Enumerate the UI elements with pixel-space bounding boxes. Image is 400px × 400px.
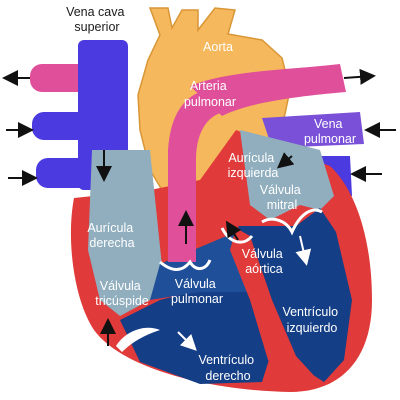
label-auricula-izquierda: Aurícula izquierda bbox=[228, 151, 279, 180]
mitral-valve bbox=[261, 208, 323, 236]
pulmonary-valve bbox=[159, 259, 212, 271]
label-vena-cava-superior: Vena cava superior bbox=[66, 5, 128, 34]
label-vena-pulmonar: Vena pulmonar bbox=[304, 117, 356, 146]
label-valvula-mitral: Válvula mitral bbox=[260, 183, 304, 212]
interventricular-septum bbox=[230, 228, 318, 388]
label-arteria-pulmonar: Arteria pulmonar bbox=[184, 79, 236, 109]
label-ventriculo-derecho: Ventrículo derecho bbox=[198, 353, 257, 383]
label-auricula-derecha: Aurícula derecha bbox=[87, 221, 136, 250]
arrow-right-ventricle-flow bbox=[177, 331, 197, 351]
arrow-left-atrium-down bbox=[276, 152, 295, 169]
right-atrium bbox=[88, 150, 162, 316]
aortic-valve bbox=[220, 227, 254, 244]
pulmonary-artery-branch-right bbox=[190, 64, 346, 116]
left-ventricle bbox=[238, 208, 352, 382]
label-valvula-pulmonar: Válvula pulmonar bbox=[171, 277, 223, 306]
tricuspid-valve bbox=[116, 327, 160, 352]
label-aorta: Aorta bbox=[203, 40, 233, 54]
left-atrium bbox=[240, 130, 334, 220]
label-valvula-tricuspide: Válvula tricúspide bbox=[95, 279, 149, 308]
label-ventriculo-izquierdo: Ventrículo izquierdo bbox=[282, 305, 341, 335]
arrow-left-ventricle-flow bbox=[295, 235, 312, 266]
arrow-pulmonary-out-right bbox=[343, 68, 376, 85]
pulmonary-vein-right-upper bbox=[262, 112, 364, 148]
arrow-aortic-up bbox=[225, 220, 242, 241]
right-ventricle bbox=[120, 280, 272, 384]
label-valvula-aortica: Válvula aórtica bbox=[242, 247, 286, 276]
